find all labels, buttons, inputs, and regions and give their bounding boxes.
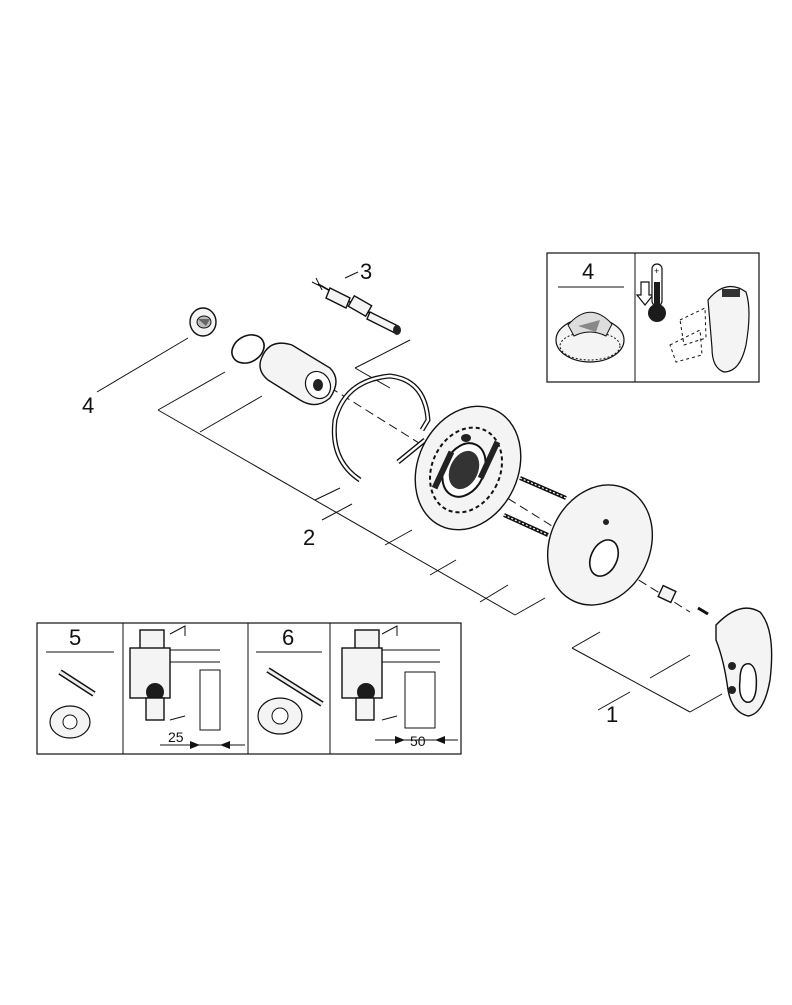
callout-2: 2: [303, 525, 315, 550]
valve-body-short-icon: [129, 625, 245, 749]
svg-text:+: +: [654, 266, 659, 276]
lever-handle-part: [715, 607, 773, 717]
detail-6-number: 6: [282, 625, 294, 650]
cartridge-stem-part: [311, 277, 401, 335]
detail-5-number: 5: [69, 625, 81, 650]
extension-rod-long-icon: [257, 667, 324, 735]
detail-box-extensions: 5 25 6: [36, 622, 462, 755]
temp-limit-stop-part: [189, 307, 217, 337]
detail-box-temp-limit: 4 +: [546, 252, 760, 383]
lever-handle-icon: [669, 285, 750, 373]
callout-1: 1: [606, 702, 618, 727]
sleeve-part: [259, 342, 337, 406]
escutcheon-part: [546, 484, 654, 606]
valve-body-long-icon: [341, 625, 458, 744]
detail-temp-number: 4: [582, 259, 594, 284]
handle-nut-part: [657, 584, 709, 616]
detail-5-dimension: 25: [168, 729, 184, 745]
thermometer-icon: +: [648, 263, 666, 322]
arrow-down-icon: [635, 281, 655, 306]
o-ring-part: [231, 334, 265, 364]
mounting-plate-part: [414, 405, 522, 531]
callout-4: 4: [82, 393, 94, 418]
temperature-stop-icon: [555, 311, 625, 363]
callout-3: 3: [360, 259, 372, 284]
detail-6-dimension: 50: [410, 733, 426, 749]
retaining-ring-part: [331, 373, 431, 483]
extension-rod-short-icon: [49, 669, 96, 739]
screws-part: [503, 476, 567, 537]
